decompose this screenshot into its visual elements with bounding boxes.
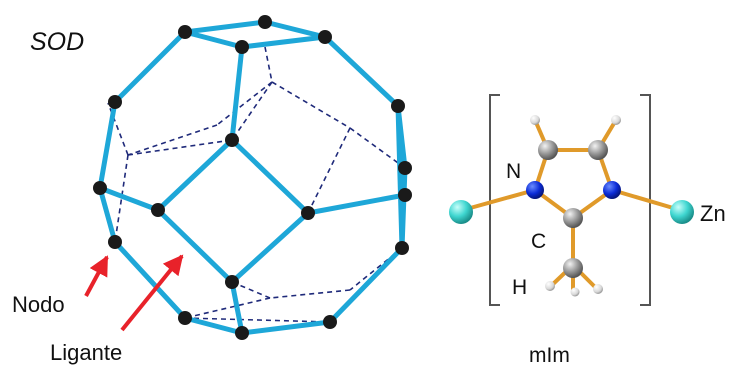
cage-node xyxy=(235,326,249,340)
cage-node xyxy=(225,275,239,289)
left-bracket xyxy=(489,94,500,306)
carbon-atom xyxy=(538,140,558,160)
carbon-label: C xyxy=(531,230,546,253)
zinc-atom-left xyxy=(449,200,473,224)
hydrogen-atom xyxy=(611,115,621,125)
hydrogen-atom xyxy=(593,284,603,294)
nitrogen-label: N xyxy=(506,160,521,183)
hydrogen-atom xyxy=(545,281,555,291)
cage-node xyxy=(151,203,165,217)
cage-node xyxy=(395,241,409,255)
cage-linker-edges xyxy=(97,19,408,336)
cage-node xyxy=(391,99,405,113)
nitrogen-atom xyxy=(526,181,544,199)
cage-node xyxy=(225,133,239,147)
cage-node xyxy=(235,40,249,54)
cage-node xyxy=(178,311,192,325)
hydrogen-atom xyxy=(570,287,580,297)
cage-node xyxy=(108,235,122,249)
carbon-atom xyxy=(563,208,583,228)
nitrogen-atom xyxy=(603,181,621,199)
cage-node xyxy=(398,161,412,175)
cage-node xyxy=(93,181,107,195)
linker-arrow xyxy=(120,254,184,332)
carbon-atom xyxy=(588,140,608,160)
node-arrow xyxy=(84,255,109,297)
linker-label: Ligante xyxy=(50,340,122,365)
zinc-atom-right xyxy=(670,200,694,224)
cage-node xyxy=(398,188,412,202)
cage-node xyxy=(318,30,332,44)
hydrogen-label: H xyxy=(512,276,527,299)
cage-node xyxy=(258,15,272,29)
zinc-label: Zn xyxy=(700,201,726,226)
cage-node xyxy=(301,206,315,220)
molecule-caption: mIm xyxy=(529,344,570,367)
hydrogen-atom xyxy=(530,115,540,125)
framework-title: SOD xyxy=(30,28,84,56)
cage-node xyxy=(323,315,337,329)
cage-node xyxy=(108,95,122,109)
cage-nodes xyxy=(93,15,412,340)
cage-node xyxy=(178,25,192,39)
methyl-carbon-atom xyxy=(563,258,583,278)
node-label: Nodo xyxy=(12,292,65,317)
